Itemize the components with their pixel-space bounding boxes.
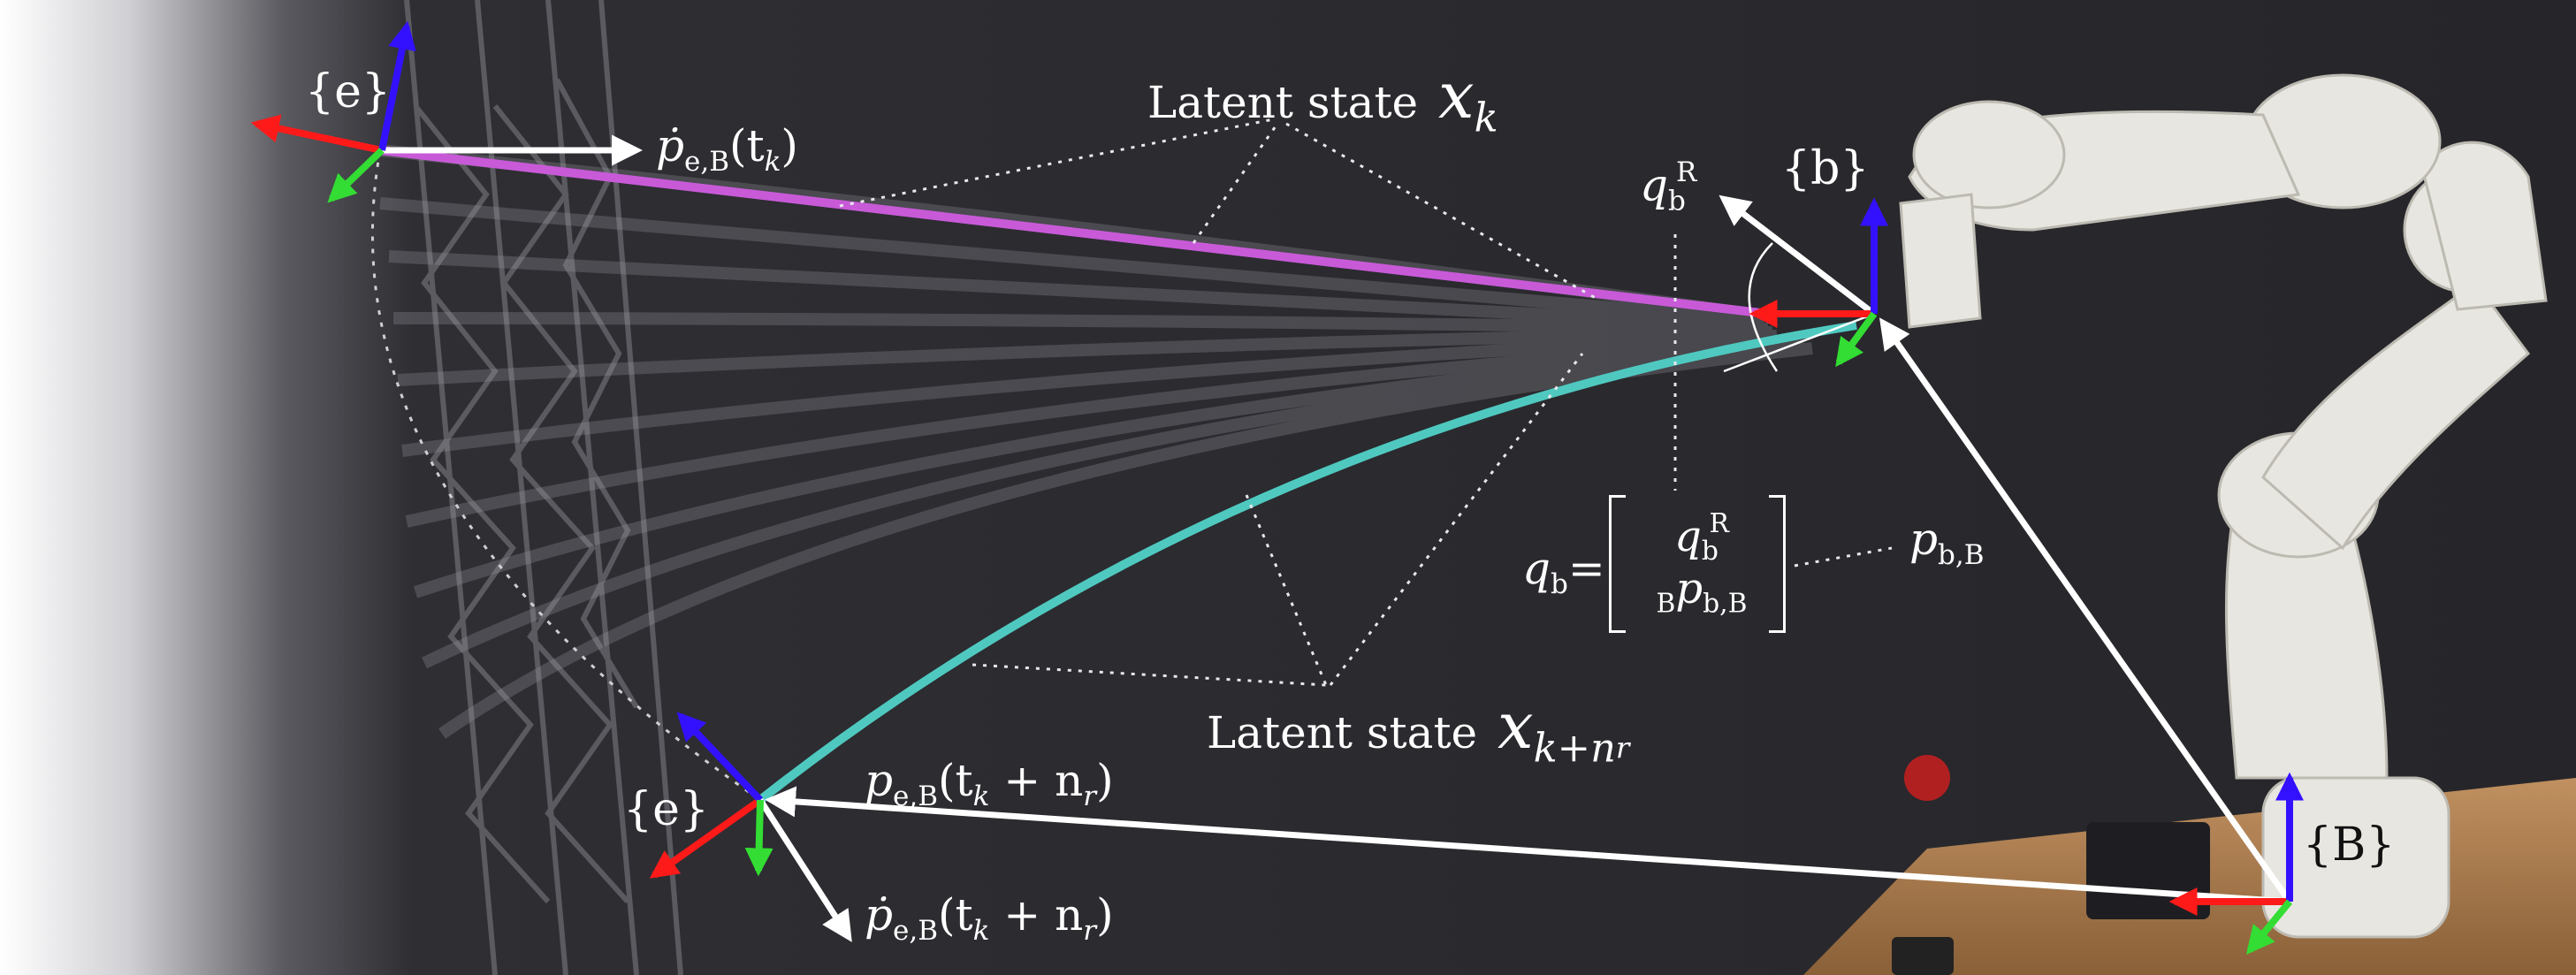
q-b-lhs-label: qb= [1522, 543, 1605, 600]
rope-current [379, 146, 1769, 318]
frame-e-bottom-label: {e} [623, 783, 709, 836]
frame-B-label: {B} [2303, 819, 2396, 872]
matrix-row-2: Bpb,B [1656, 564, 1748, 620]
q-bR-label: qbR [1640, 156, 1697, 217]
angle-arc [1748, 242, 1779, 372]
robot-arm [1899, 73, 2548, 939]
frame-e-top-label: {e} [305, 65, 391, 118]
matrix-right-bracket [1769, 495, 1786, 633]
velocity-bottom-arrow [758, 798, 852, 942]
pdot-top-label: ṗe,B(tk) [656, 120, 798, 178]
frame-b-axes [1749, 197, 1888, 368]
frame-B-axes [2168, 772, 2304, 955]
rope-predicted [757, 321, 1857, 804]
latent-state-top-label: Latent state xk [1147, 58, 1498, 141]
q-b-matrix: qbR Bpb,B [1609, 495, 1786, 633]
matrix-row-1: qbR [1674, 508, 1729, 567]
sweep-arc [370, 149, 761, 802]
orientation-arrow [1719, 194, 1877, 316]
frame-e-bottom-axes [649, 712, 774, 879]
angle-ray [1723, 312, 1875, 373]
frame-e-top-axes [250, 20, 416, 203]
frame-b-label: {b} [1781, 142, 1870, 195]
p-bottom-label: pe,B(tk + nr) [865, 755, 1114, 812]
latent-state-bottom-label: Latent state xk+nr [1207, 689, 1630, 772]
position-b-arrow [1879, 317, 2292, 904]
position-e-arrow [765, 786, 2290, 905]
cup [1892, 937, 1954, 975]
matrix-left-bracket [1609, 495, 1626, 633]
emergency-stop [1904, 755, 1950, 801]
leader-lines [839, 118, 1893, 687]
pdot-bottom-label: ṗe,B(tk + nr) [865, 889, 1114, 947]
vectors [382, 134, 2292, 942]
p-bB-label: pb,B [1909, 514, 1985, 571]
